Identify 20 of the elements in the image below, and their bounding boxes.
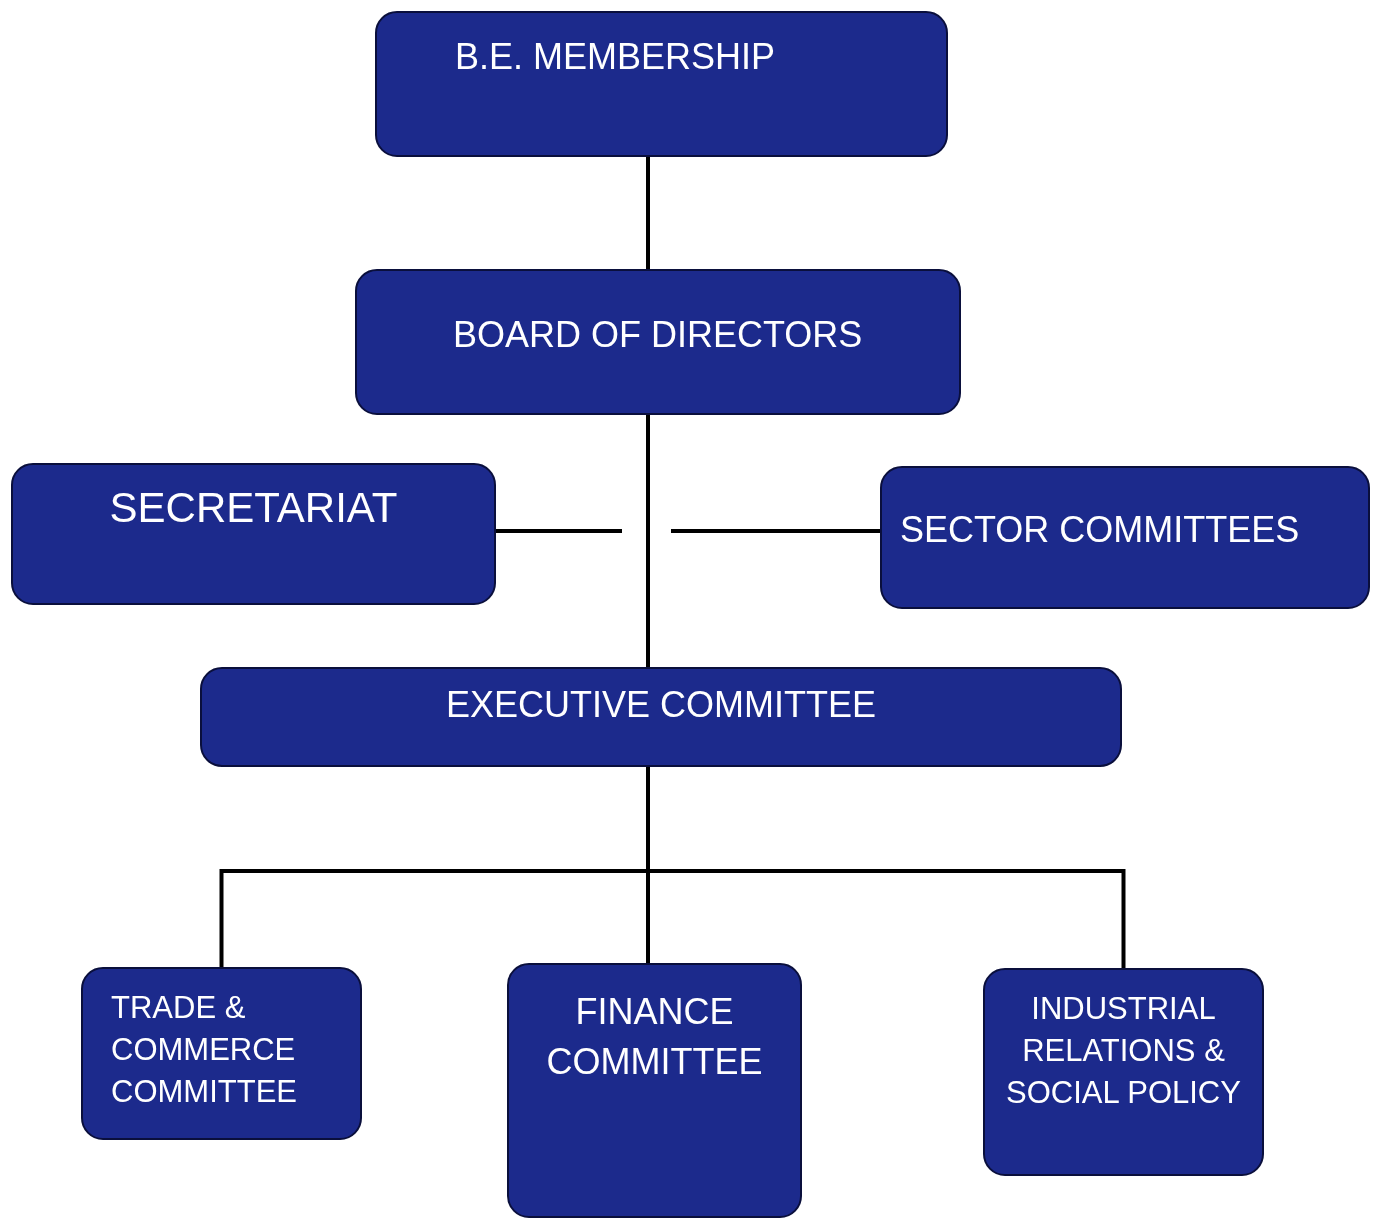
connector-line [646,415,650,667]
org-box [355,269,961,415]
box-label: B.E. MEMBERSHIP [455,35,777,79]
connector-line [646,157,650,269]
org-box [81,967,362,1140]
box-label: EXECUTIVE COMMITTEE [445,683,877,727]
org-box [507,963,802,1218]
org-box [11,463,496,605]
org-box [983,968,1264,1176]
box-label: TRADE & COMMERCE COMMITTEE [111,989,298,1111]
connector-line [671,529,880,533]
org-box [375,11,948,157]
box-label: FINANCE COMMITTEE [545,990,764,1084]
box-label: SECTOR COMMITTEES [900,508,1301,552]
box-label: INDUSTRIAL RELATIONS & SOCIAL POLICY [1005,990,1242,1112]
org-box [880,466,1370,609]
box-label: SECRETARIAT [108,483,399,533]
box-label: BOARD OF DIRECTORS [453,313,864,357]
connector-line [496,529,622,533]
org-box [200,667,1122,767]
